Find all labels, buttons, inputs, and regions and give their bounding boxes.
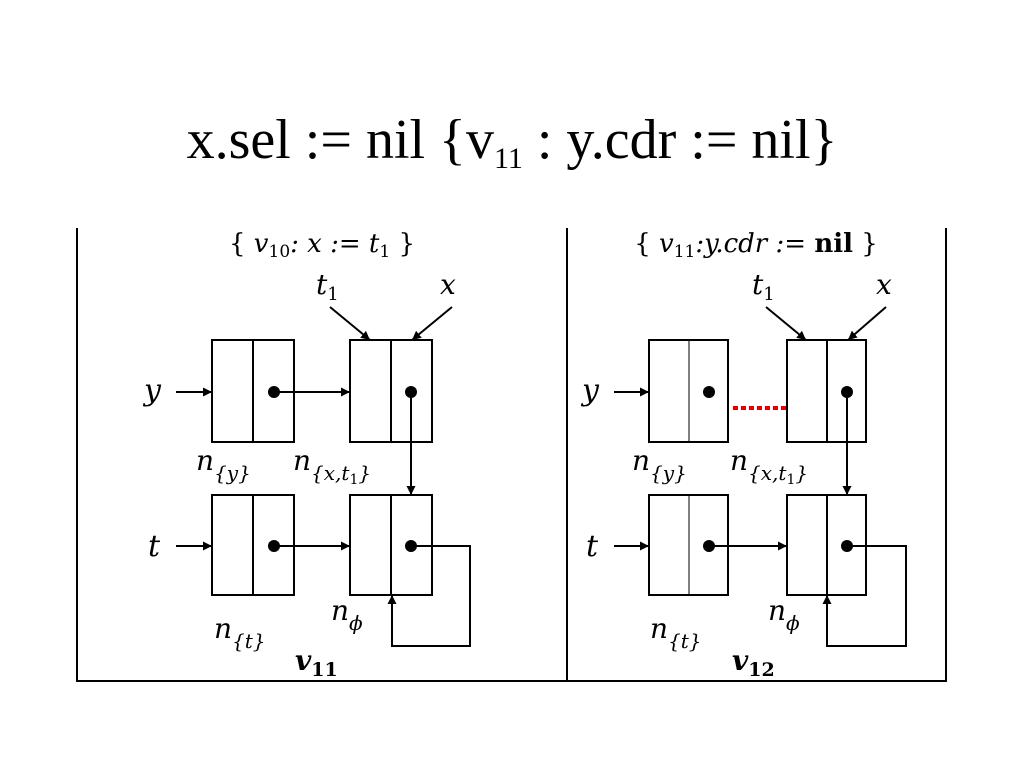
title-subscript: 11 (493, 142, 523, 175)
left-pointer-x: x (440, 268, 456, 301)
left-edges (176, 306, 471, 647)
left-panel: { v10: x := t1 } t1 x y t (142, 229, 471, 681)
left-pointer-y: y (142, 373, 162, 408)
right-edge-t1 (765, 306, 807, 341)
left-field-dots (268, 386, 417, 552)
right-pointer-x: x (876, 268, 892, 301)
left-edge-nphi-self (387, 545, 471, 647)
right-pointer-y: y (580, 373, 600, 408)
left-label-nt: n{t} (214, 612, 266, 653)
left-pointer-t: t (148, 529, 161, 564)
left-caption: v11 (295, 644, 338, 681)
right-node-boxes (648, 339, 867, 596)
right-pointer-t: t (586, 529, 599, 564)
right-label-nphi: nϕ (768, 594, 800, 635)
right-field-dots (703, 386, 853, 552)
left-header: { v10: x := t1 } (229, 229, 415, 262)
right-panel: { v11:y.cdr := nil } t1 x y t (580, 229, 907, 681)
right-edge-nphi-self (822, 545, 907, 647)
panel-frame (76, 228, 947, 682)
left-label-nphi: nϕ (331, 594, 363, 635)
right-label-nt: n{t} (650, 612, 702, 653)
left-label-nxt1: n{x,t1} (293, 444, 371, 488)
left-pointer-t1: t1 (316, 268, 339, 305)
slide-title: x.sel := nil {v11 : y.cdr := nil} (0, 108, 1024, 175)
right-header: { v11:y.cdr := nil } (634, 229, 878, 262)
left-label-ny: n{y} (196, 444, 251, 485)
right-edges (614, 306, 907, 647)
left-edge-x (411, 306, 453, 341)
title-main: x.sel := nil {v (186, 109, 494, 171)
title-rest: : y.cdr := nil} (522, 109, 838, 171)
right-label-nxt1: n{x,t1} (730, 444, 808, 488)
right-edge-x (847, 306, 887, 341)
right-pointer-t1: t1 (752, 268, 775, 305)
right-label-ny: n{y} (632, 444, 687, 485)
left-edge-t1 (329, 306, 371, 341)
right-caption: v12 (732, 644, 775, 681)
